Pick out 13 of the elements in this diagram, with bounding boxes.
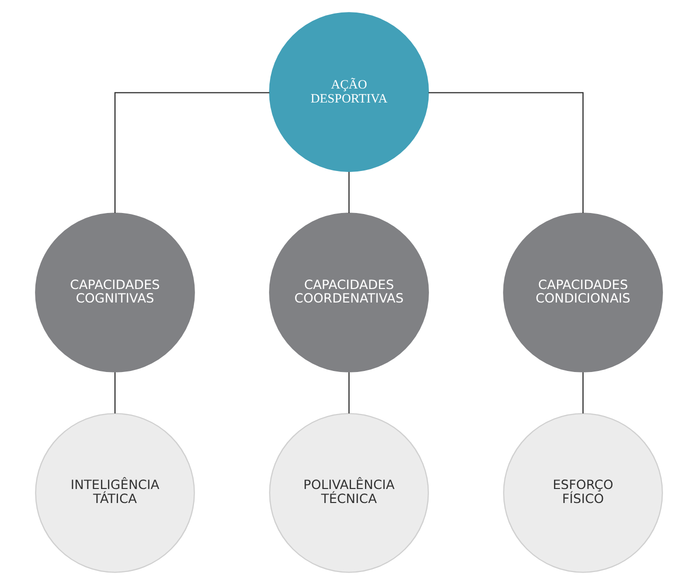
node-circle: POLIVALÊNCIA TÉCNICA (268, 412, 428, 573)
node-circle: INTELIGÊNCIA TÁTICA (34, 412, 194, 573)
connector (428, 92, 584, 213)
connector (114, 372, 116, 414)
connector (582, 372, 584, 414)
node-circle: ESFORÇO FÍSICO (502, 412, 662, 573)
node-circle: AÇÃO DESPORTIVA (268, 12, 428, 172)
connector (114, 92, 269, 213)
node-circle: CAPACIDADES COGNITIVAS (34, 212, 194, 372)
connector (348, 372, 350, 414)
node-circle: CAPACIDADES COORDENATIVAS (268, 212, 428, 372)
node-circle: CAPACIDADES CONDICIONAIS (502, 212, 662, 372)
connector (348, 172, 350, 213)
